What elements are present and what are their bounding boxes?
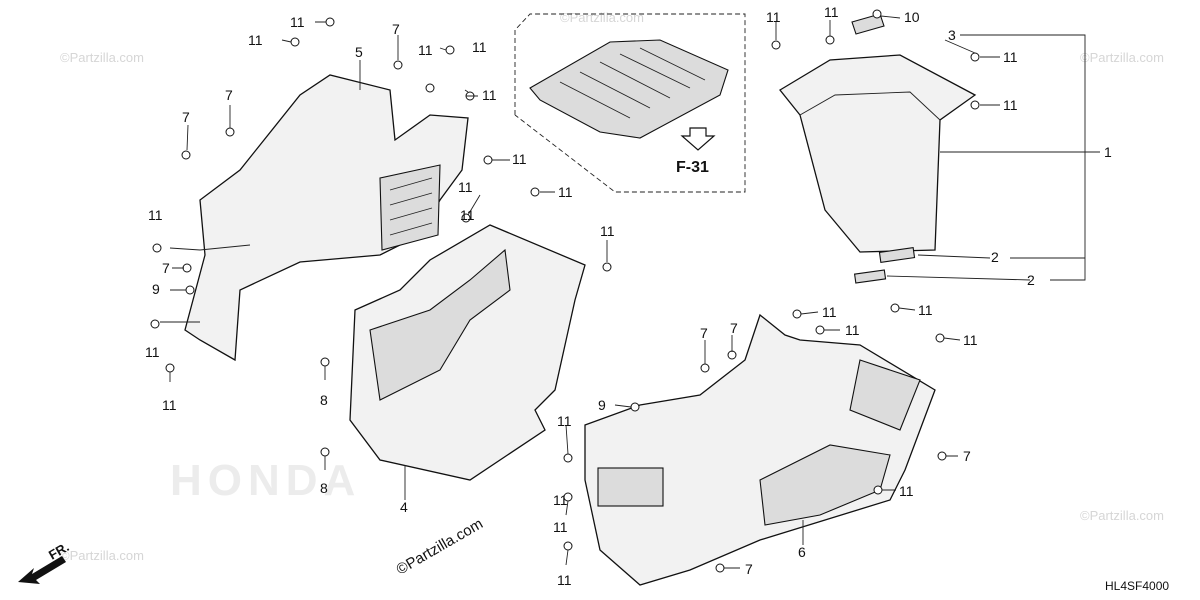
inset-frame: [514, 13, 746, 193]
callout-11: 11: [600, 223, 615, 239]
panel-bracket: [369, 248, 511, 401]
callout-11: 11: [290, 14, 305, 30]
side-vent: [849, 359, 921, 431]
callout-7: 7: [700, 325, 708, 341]
callout-8: 8: [320, 392, 328, 408]
callout-11: 11: [557, 572, 572, 588]
callout-7: 7: [182, 109, 190, 125]
callout-3: 3: [948, 27, 956, 43]
reference-page-label: F-31: [676, 159, 709, 176]
tray-part: [529, 39, 729, 139]
callout-11: 11: [162, 397, 177, 413]
callout-11: 11: [148, 207, 163, 223]
callout-11: 11: [458, 179, 473, 195]
callout-11: 11: [472, 39, 487, 55]
part-6-cover: [584, 313, 936, 586]
callout-11: 11: [553, 519, 568, 535]
brand-watermark: HONDA: [170, 456, 361, 505]
callout-11: 11: [963, 332, 978, 348]
vent-slats: [389, 177, 433, 236]
callout-6: 6: [798, 544, 806, 560]
callout-7: 7: [730, 320, 738, 336]
callout-2: 2: [1027, 272, 1035, 288]
callout-11: 11: [482, 87, 497, 103]
tray-ribs: [559, 47, 706, 119]
callout-11: 11: [899, 483, 914, 499]
callout-11: 11: [145, 344, 160, 360]
callout-1: 1: [1104, 144, 1112, 160]
callout-11: 11: [557, 413, 572, 429]
callout-9: 9: [598, 397, 606, 413]
cover-window: [597, 467, 664, 507]
copyright-label: ©Partzilla.com: [394, 515, 486, 578]
callout-8: 8: [320, 480, 328, 496]
part-4-panel: [349, 224, 586, 481]
callout-11: 11: [248, 32, 263, 48]
callout-11: 11: [822, 304, 837, 320]
callout-7: 7: [162, 260, 170, 276]
diagram-code: HL4SF4000: [1105, 579, 1169, 593]
callout-11: 11: [418, 42, 433, 58]
reference-arrow-icon: [680, 127, 716, 151]
callout-11: 11: [558, 184, 573, 200]
part-2-pad: [878, 247, 916, 263]
part-1-box: [779, 54, 977, 253]
callout-4: 4: [400, 499, 408, 515]
callout-2: 2: [991, 249, 999, 265]
callout-labels: 1 2 2 3 4 5 6 7 7 7 7 7 7 7 7 8 8 9 9 10…: [145, 4, 1112, 588]
box-rim: [799, 91, 941, 121]
watermark: ©Partzilla.com: [60, 50, 144, 65]
callout-5: 5: [355, 44, 363, 60]
callout-10: 10: [904, 9, 920, 25]
callout-11: 11: [1003, 49, 1018, 65]
part-2-pad: [853, 269, 887, 284]
callout-11: 11: [460, 207, 475, 223]
callout-11: 11: [918, 302, 933, 318]
callout-11: 11: [553, 492, 568, 508]
callout-11: 11: [845, 322, 860, 338]
vent-grille: [379, 164, 441, 251]
watermark: ©Partzilla.com: [560, 10, 644, 25]
callout-11: 11: [512, 151, 527, 167]
callout-7: 7: [225, 87, 233, 103]
callout-11: 11: [766, 9, 781, 25]
front-arrow-icon: [18, 556, 66, 584]
callout-9: 9: [152, 281, 160, 297]
callout-7: 7: [745, 561, 753, 577]
watermark: ©Partzilla.com: [1080, 508, 1164, 523]
callout-7: 7: [392, 21, 400, 37]
leader-lines: [160, 15, 1100, 569]
watermark: ©Partzilla.com: [1080, 50, 1164, 65]
watermark: ©Partzilla.com: [60, 548, 144, 563]
part-10-clip: [851, 13, 885, 35]
callout-7: 7: [963, 448, 971, 464]
callout-11: 11: [824, 4, 839, 20]
callout-11: 11: [1003, 97, 1018, 113]
part-5-cover: [184, 74, 469, 362]
